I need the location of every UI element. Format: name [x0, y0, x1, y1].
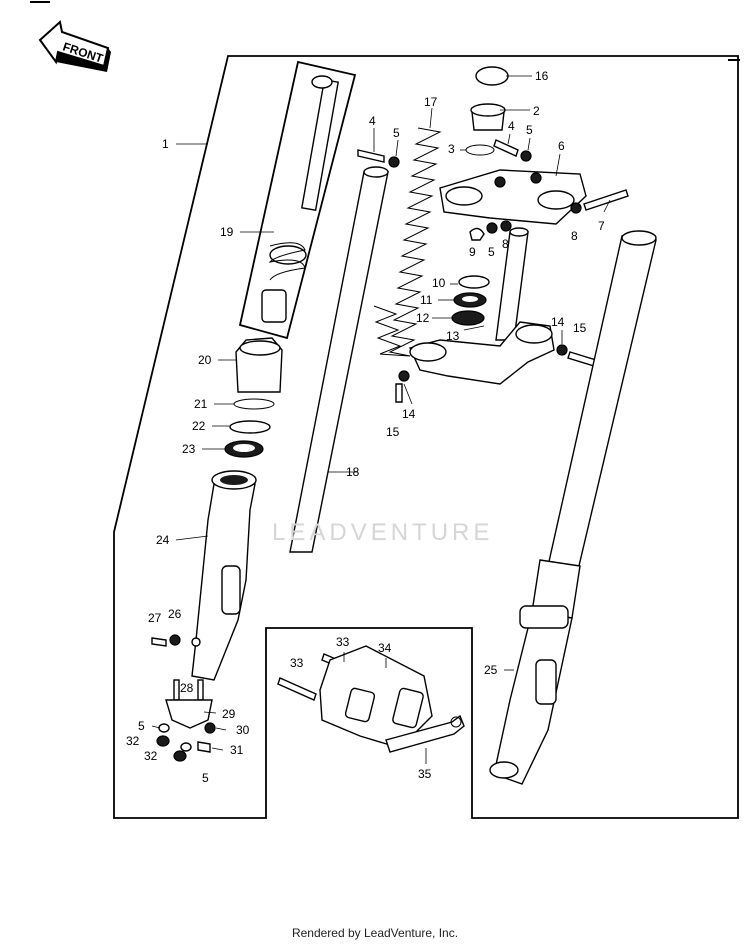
part-28-stud — [173, 679, 180, 701]
callout-2: 2 — [533, 104, 540, 118]
callout-32b: 32 — [144, 749, 158, 763]
callout-10: 10 — [432, 276, 446, 290]
callout-16: 16 — [535, 69, 549, 83]
part-7-bolt — [583, 189, 629, 211]
part-19-box — [238, 60, 357, 340]
part-31-bolt — [197, 741, 211, 753]
part-4-bolt — [357, 149, 385, 163]
callout-7: 7 — [598, 219, 605, 233]
callout-33b: 33 — [290, 656, 304, 670]
callout-3: 3 — [448, 142, 455, 156]
part-3-o-ring — [465, 144, 495, 156]
callout-33: 33 — [336, 635, 350, 649]
callout-18: 18 — [346, 465, 360, 479]
part-21-ring — [233, 398, 275, 410]
callout-35: 35 — [418, 767, 432, 781]
callout-11: 11 — [420, 293, 433, 307]
callout-32: 32 — [126, 734, 140, 748]
callout-22: 22 — [192, 419, 206, 433]
callout-9: 9 — [469, 245, 476, 259]
callout-13: 13 — [446, 329, 460, 343]
callout-5c: 5 — [488, 245, 495, 259]
callout-30: 30 — [236, 723, 250, 737]
callout-14b: 14 — [402, 407, 416, 421]
part-10-bearing-cover — [458, 275, 490, 289]
part-22-washer — [229, 420, 271, 434]
part-13-stem-bracket — [409, 227, 555, 385]
part-5-washer — [388, 156, 400, 168]
callout-29: 29 — [222, 707, 236, 721]
part-18-inner-tube — [289, 171, 389, 553]
part-8-washer — [570, 202, 582, 214]
part-25-fork-assembly — [489, 230, 657, 785]
callout-4: 4 — [369, 114, 376, 128]
part-32-nut — [156, 735, 170, 747]
part-26-washer — [169, 634, 181, 646]
callout-20: 20 — [198, 353, 212, 367]
callout-5d: 5 — [138, 719, 145, 733]
callout-21: 21 — [194, 397, 208, 411]
part-30-nut — [204, 722, 216, 734]
callout-27: 27 — [148, 611, 162, 625]
callout-23: 23 — [182, 442, 196, 456]
callout-26: 26 — [168, 607, 182, 621]
callout-8b: 8 — [502, 237, 509, 251]
callout-5e: 5 — [202, 771, 209, 785]
callout-28: 28 — [180, 681, 194, 695]
callout-14: 14 — [551, 315, 565, 329]
part-16-cap — [475, 66, 509, 86]
callout-17: 17 — [424, 95, 438, 109]
part-29-axle-clamp — [165, 699, 213, 729]
callout-4b: 4 — [508, 119, 515, 133]
callout-25: 25 — [484, 663, 498, 677]
callout-5: 5 — [393, 126, 400, 140]
callout-5b: 5 — [526, 123, 533, 137]
part-35-hose-bracket — [385, 714, 465, 753]
part-24-outer-tube — [191, 470, 257, 681]
callout-31: 31 — [230, 743, 244, 757]
part-27-screw — [151, 637, 167, 647]
callout-34: 34 — [378, 641, 392, 655]
callout-6: 6 — [558, 139, 565, 153]
part-17-spring — [373, 127, 442, 357]
callout-12: 12 — [416, 311, 430, 325]
callout-1: 1 — [162, 137, 169, 151]
part-6-upper-bracket — [439, 169, 587, 225]
watermark-text: LEADVENTURE — [272, 519, 493, 546]
assembly-frame — [113, 55, 739, 819]
leader-lines — [151, 75, 611, 764]
callout-24: 24 — [156, 533, 170, 547]
part-12-race — [451, 310, 485, 326]
part-9-cap-nut — [469, 227, 485, 241]
callout-19: 19 — [220, 225, 234, 239]
callout-8: 8 — [571, 229, 578, 243]
part-14-washer — [556, 344, 568, 356]
callout-labels: 1 2 3 4 4 5 5 5 5 5 6 7 8 8 9 10 11 12 1… — [126, 69, 605, 785]
footer-credit: Rendered by LeadVenture, Inc. — [291, 926, 459, 940]
callout-15b: 15 — [386, 425, 400, 439]
callout-15: 15 — [573, 321, 587, 335]
front-arrow-icon: FRONT — [38, 20, 111, 72]
part-15-bolt — [567, 351, 597, 367]
